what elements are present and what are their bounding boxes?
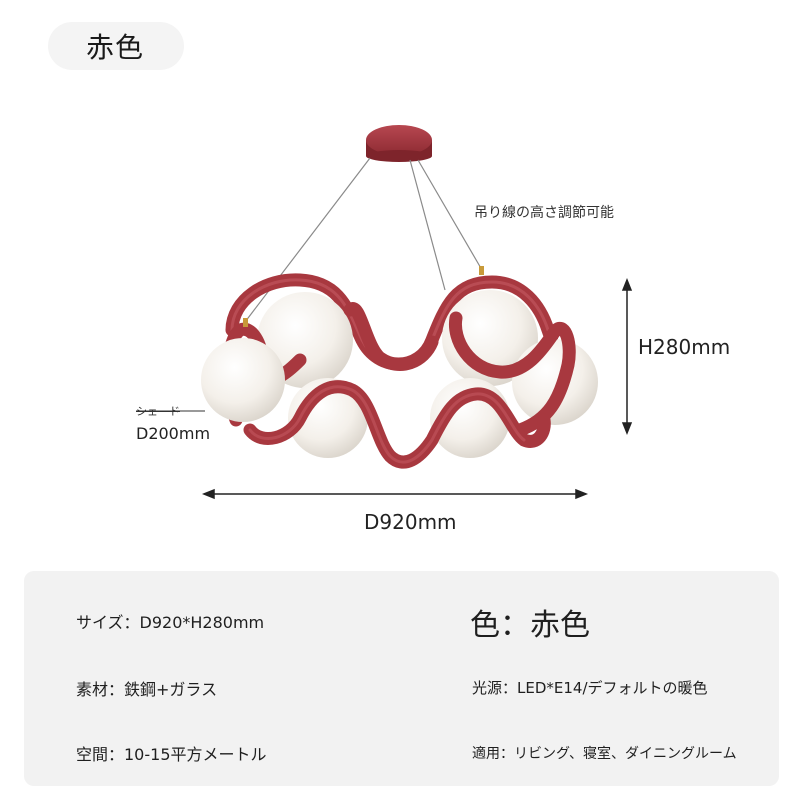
chandelier-illustration — [136, 125, 633, 500]
spec-panel — [24, 571, 779, 786]
spec-material: 素材：鉄鋼+ガラス — [76, 680, 218, 699]
hanging-adjustable-note: 吊り線の高さ調節可能 — [474, 205, 614, 221]
diameter-dimension-arrow — [201, 488, 589, 500]
diameter-label: D920mm — [364, 510, 457, 534]
globe-shade — [201, 338, 285, 422]
spec-usage: 適用：リビング、寝室、ダイニングルーム — [472, 746, 737, 762]
height-label: H280mm — [638, 335, 731, 359]
spec-color: 色：赤色 — [470, 608, 590, 643]
height-dimension-arrow — [621, 277, 633, 436]
color-title: 赤色 — [86, 31, 145, 64]
title-pill — [48, 22, 184, 70]
shade-size-label: D200mm — [136, 424, 211, 443]
suspension-wires — [244, 157, 483, 323]
spec-light-source: 光源：LED*E14/デフォルトの暖色 — [472, 679, 708, 697]
ceiling-canopy — [366, 125, 432, 162]
spec-space: 空間：10-15平方メートル — [76, 745, 267, 764]
shade-label: シェード — [136, 405, 180, 418]
spec-size: サイズ：D920*H280mm — [76, 613, 265, 632]
